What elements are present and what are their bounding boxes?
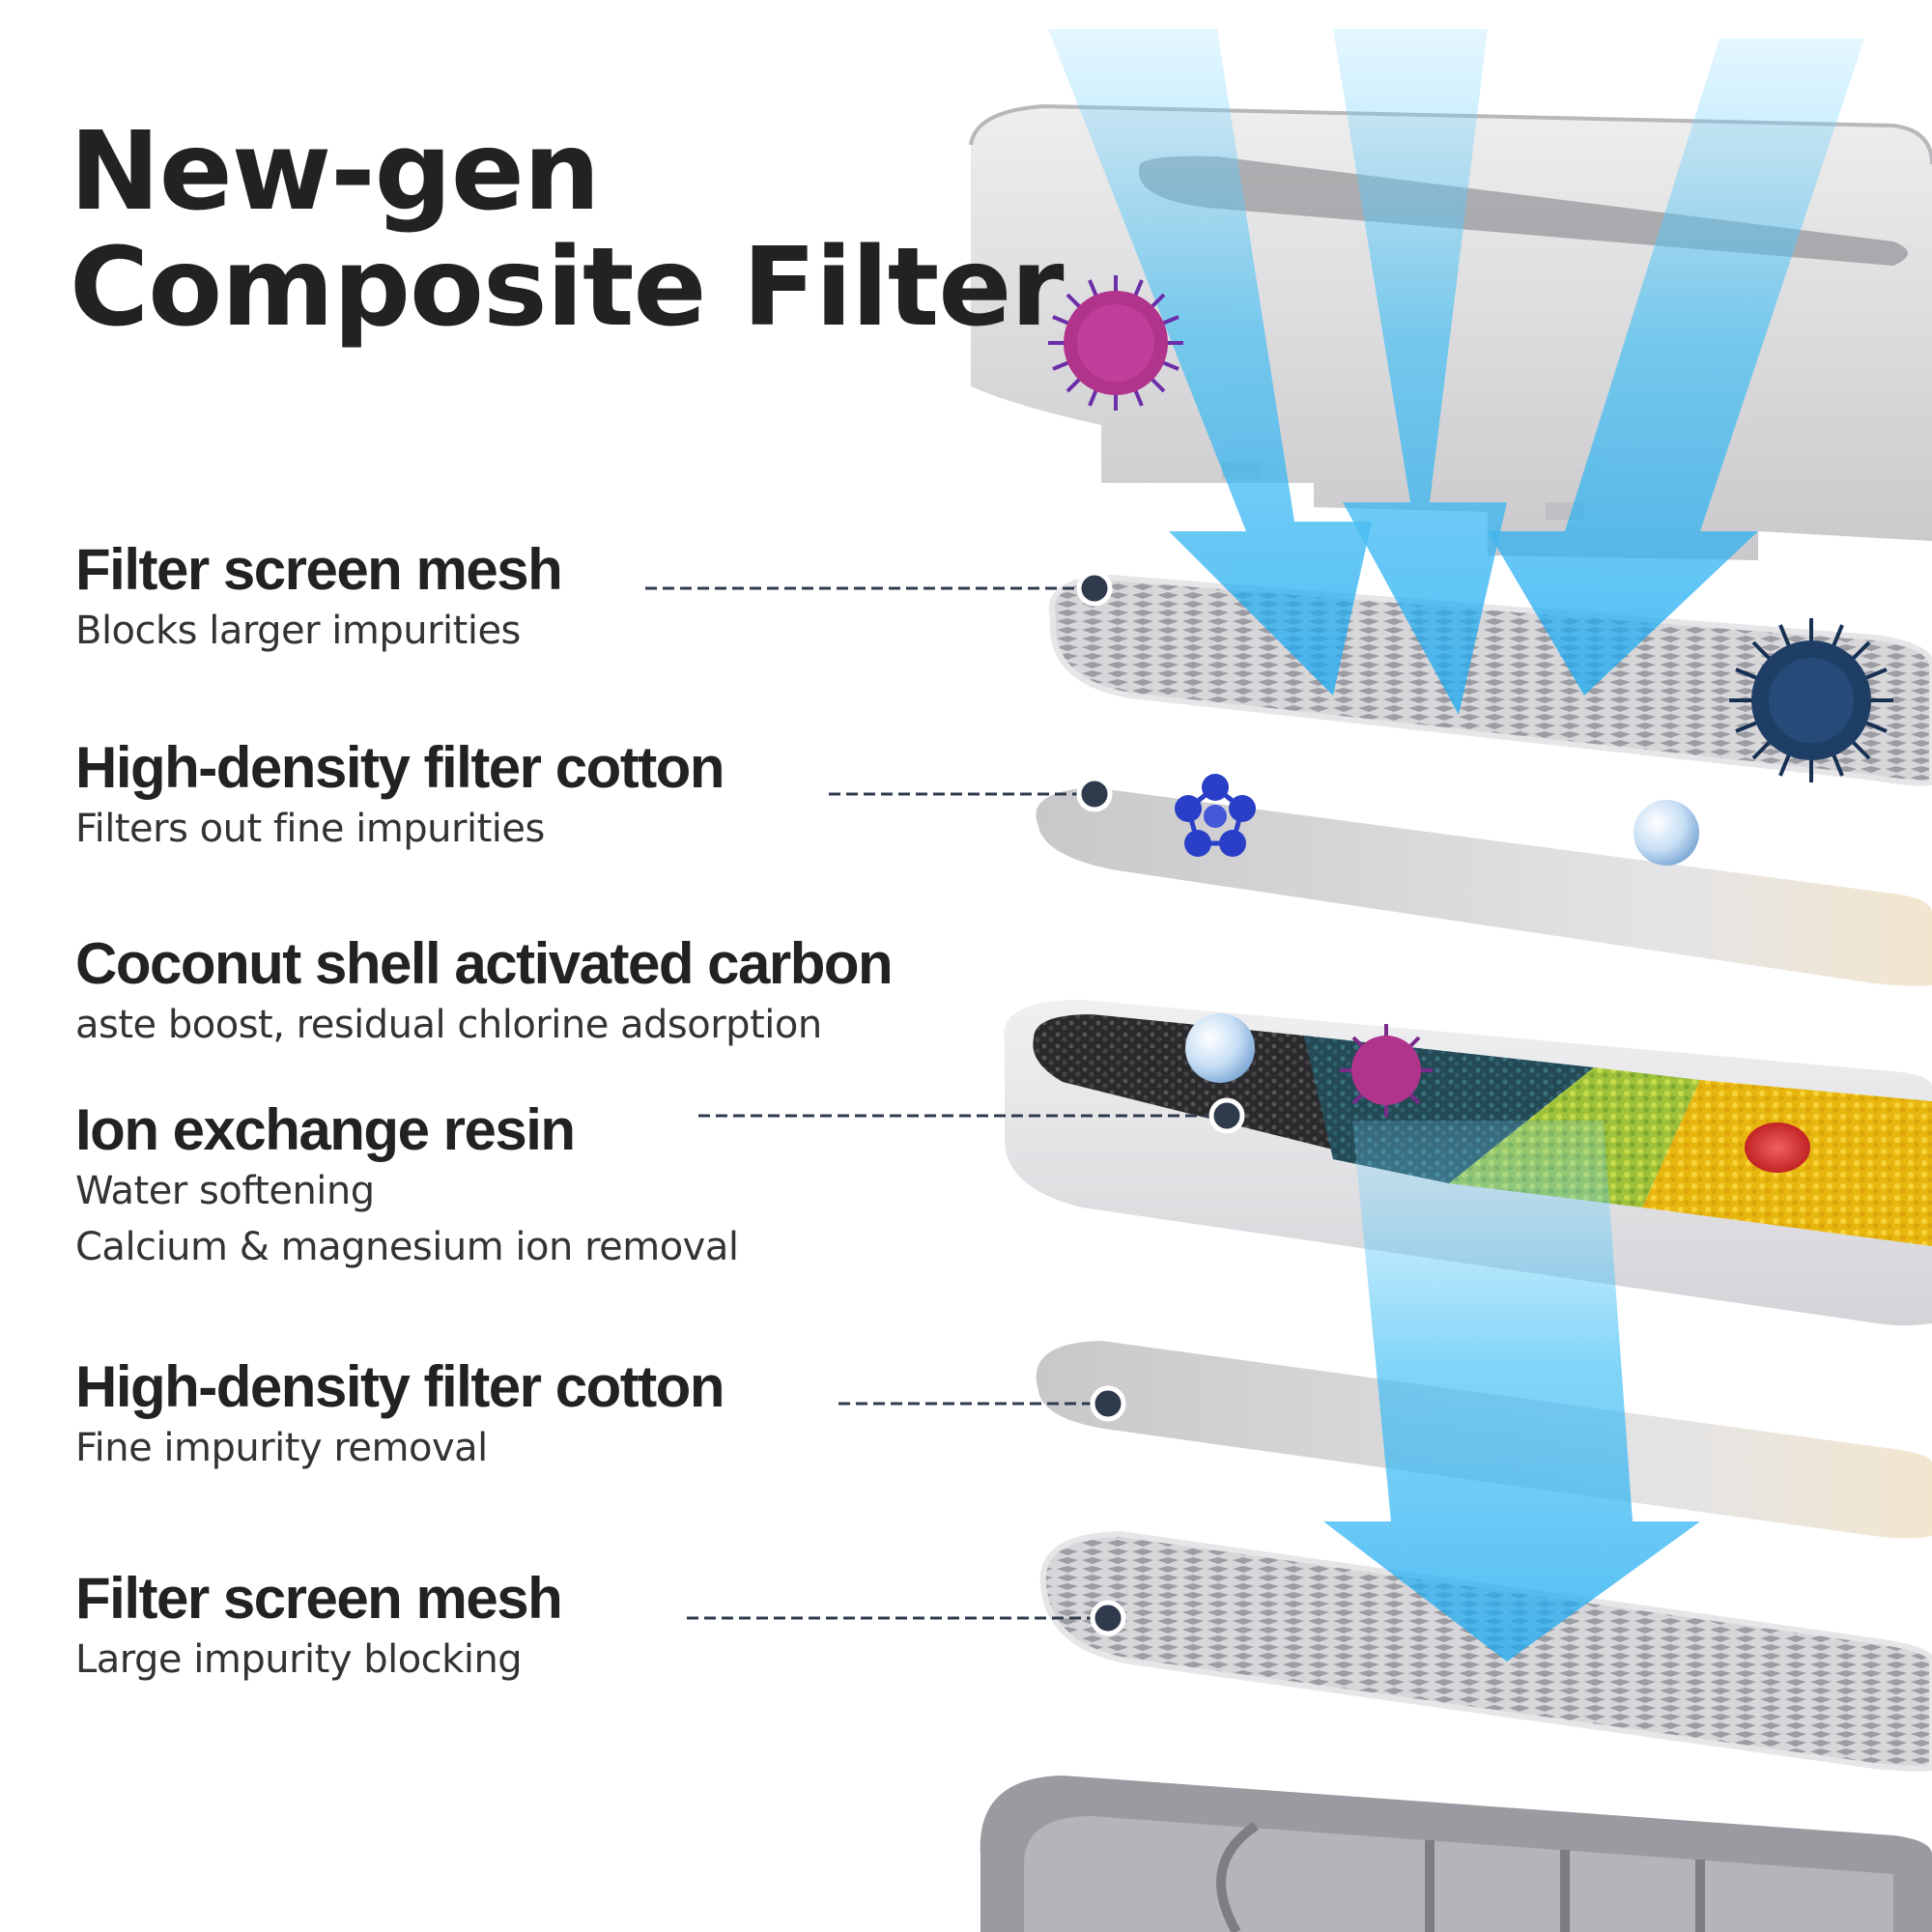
base-tray — [980, 1776, 1932, 1932]
layer-desc: Filters out fine impurities — [75, 807, 545, 851]
water-flow-arrows — [1048, 29, 1864, 1662]
bacteria-icon — [1340, 1024, 1433, 1117]
connector-dot — [1076, 570, 1113, 607]
virus-icon — [1729, 618, 1893, 782]
layer-name: Filter screen mesh — [75, 537, 563, 602]
red-cell-icon — [1745, 1122, 1810, 1173]
water-flow-arrow-icon — [1048, 29, 1372, 696]
layer-desc: Blocks larger impurities — [75, 609, 521, 653]
label-filter-cotton-bottom: High-density filter cotton Fine impurity… — [75, 1354, 724, 1476]
water-flow-arrow-icon — [1488, 39, 1864, 696]
water-flow-arrow-icon — [1323, 1121, 1700, 1662]
label-filter-screen-mesh-bottom: Filter screen mesh Large impurity blocki… — [75, 1566, 563, 1688]
layer-name: Ion exchange resin — [75, 1097, 576, 1162]
connector-dot — [1090, 1385, 1126, 1422]
connector-dot — [1090, 1600, 1126, 1636]
layer-desc: Water softening — [75, 1169, 375, 1213]
layer-mesh-bottom — [1039, 1530, 1932, 1772]
label-ion-exchange-resin: Ion exchange resin Water softening Calci… — [75, 1097, 739, 1275]
label-filter-cotton-top: High-density filter cotton Filters out f… — [75, 735, 724, 857]
page-title: New-gen Composite Filter — [70, 109, 1065, 351]
layer-desc: Large impurity blocking — [75, 1637, 523, 1682]
leader-lines — [645, 586, 1225, 1620]
connector-dot — [1208, 1097, 1245, 1134]
label-activated-carbon: Coconut shell activated carbon aste boos… — [75, 931, 894, 1053]
layer-desc: Calcium & magnesium ion removal — [75, 1225, 739, 1269]
bubble-icon — [1185, 1013, 1255, 1083]
connector-dot — [1076, 776, 1113, 812]
label-filter-screen-mesh-top: Filter screen mesh Blocks larger impurit… — [75, 537, 563, 659]
layer-name: Filter screen mesh — [75, 1566, 563, 1631]
layer-name: High-density filter cotton — [75, 1354, 724, 1419]
layer-desc: Fine impurity removal — [75, 1426, 488, 1470]
title-line-2: Composite Filter — [70, 225, 1065, 351]
title-line-1: New-gen — [70, 109, 601, 235]
layer-name: Coconut shell activated carbon — [75, 931, 894, 996]
layer-desc: aste boost, residual chlorine adsorption — [75, 1003, 822, 1047]
bubble-icon — [1634, 800, 1699, 866]
layer-name: High-density filter cotton — [75, 735, 724, 800]
virus-icon — [1048, 275, 1183, 411]
layer-cotton-top — [1036, 787, 1932, 986]
molecule-icon — [1175, 774, 1256, 857]
connector-dots — [1076, 570, 1245, 1636]
water-flow-arrow-icon — [1333, 29, 1507, 715]
